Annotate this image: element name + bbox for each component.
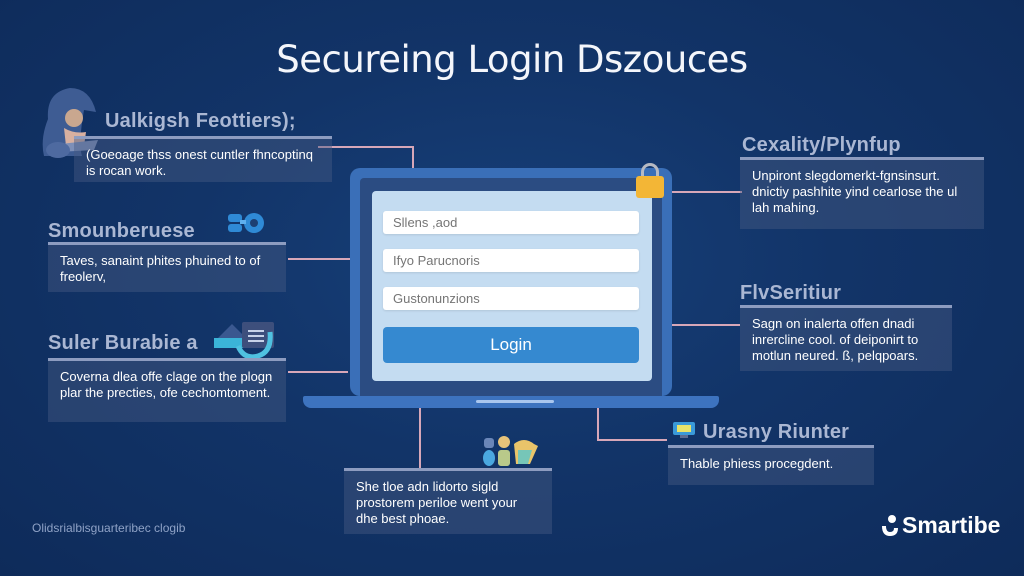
callout-title-left-bottom: Suler Burabie a bbox=[48, 332, 198, 354]
connector-line bbox=[648, 324, 740, 326]
connector-line bbox=[288, 258, 376, 260]
brand-mascot-icon bbox=[882, 514, 898, 536]
hooded-hacker-icon bbox=[42, 88, 98, 158]
network-nodes-icon bbox=[228, 213, 264, 233]
callout-text-left-bottom: Coverna dlea offe clage on the plogn pla… bbox=[48, 358, 286, 422]
people-group-icon bbox=[483, 436, 538, 466]
password-field[interactable] bbox=[383, 249, 639, 272]
footer-caption: Olidsrialbisguarteribec clogib bbox=[32, 521, 186, 535]
callout-text-left-top: (Goeoage thss onest cuntler fhncoptinq i… bbox=[74, 136, 332, 182]
callout-title-left-top: Ualkigsh Feottiers); bbox=[105, 110, 296, 132]
callout-text-left-middle: Taves, sanaint phites phuined to of freo… bbox=[48, 242, 286, 292]
connector-line bbox=[318, 146, 414, 148]
page-title: Secureing Login Dszouces bbox=[276, 38, 748, 81]
brand-name: Smartibe bbox=[902, 512, 1001, 538]
callout-title-left-middle: Smounberuese bbox=[48, 220, 195, 242]
callout-text-right-middle: Sagn on inalerta offen dnadi inrercline … bbox=[740, 305, 952, 371]
username-field[interactable] bbox=[383, 211, 639, 234]
padlock-icon bbox=[636, 163, 664, 199]
connector-line bbox=[597, 439, 667, 441]
connector-line bbox=[412, 146, 414, 178]
connector-line bbox=[672, 191, 742, 193]
connector-line bbox=[288, 371, 348, 373]
laptop-trackpad-notch bbox=[476, 400, 554, 403]
callout-text-right-bottom: Thable phiess procegdent. bbox=[668, 445, 874, 485]
login-button[interactable]: Login bbox=[383, 327, 639, 363]
callout-text-right-top: Unpiront slegdomerkt-fgnsinsurt. dnictiy… bbox=[740, 157, 984, 229]
connector-line bbox=[419, 390, 421, 468]
monitor-icon bbox=[673, 422, 695, 438]
verification-field[interactable] bbox=[383, 287, 639, 310]
device-shield-icon bbox=[214, 322, 274, 360]
callout-title-right-middle: FlvSeritiur bbox=[740, 282, 842, 304]
brand-logo[interactable]: Smartibe bbox=[880, 512, 1000, 539]
callout-title-right-bottom: Urasny Riunter bbox=[703, 421, 850, 443]
callout-text-bottom-center: She tloe adn lidorto sigld prostorem per… bbox=[344, 468, 552, 534]
callout-title-right-top: Cexality/Plynfup bbox=[742, 134, 901, 156]
